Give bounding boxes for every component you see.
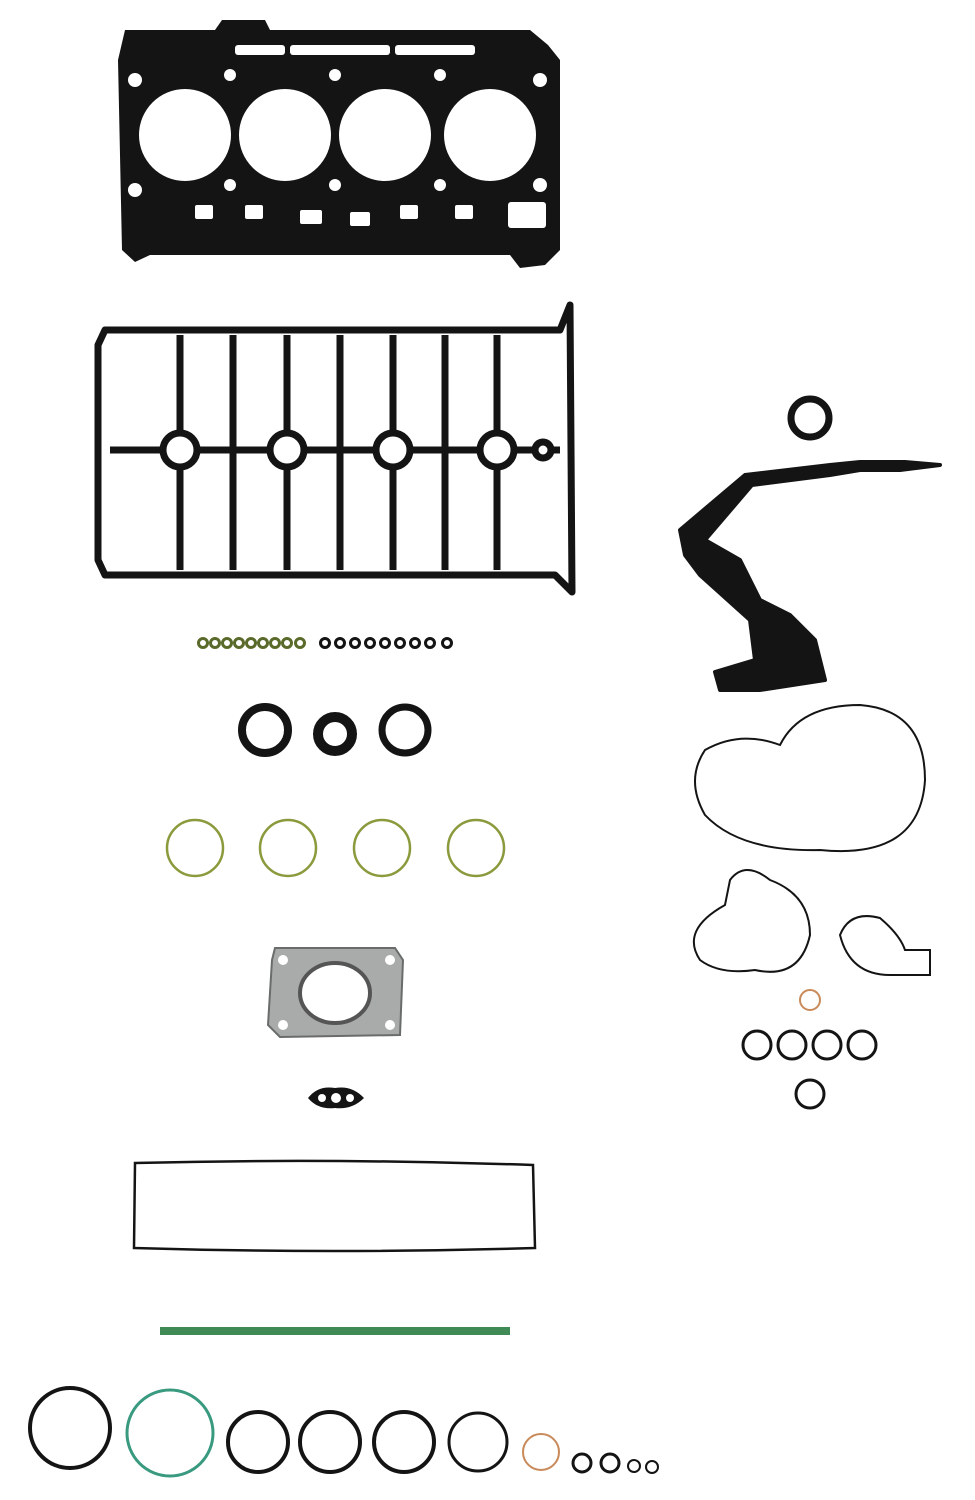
valve-stem-seals: [197, 637, 453, 649]
oil-pan-gasket: [132, 1159, 537, 1253]
assorted-o-rings: [28, 1386, 659, 1478]
valve-cover-gasket: [94, 301, 576, 596]
shaft-seals: [238, 703, 432, 757]
crankshaft-seal: [787, 395, 833, 441]
oil-sump-gaskets: [692, 703, 931, 976]
cylinder-head-gasket: [118, 20, 560, 268]
sealing-strip: [160, 1327, 510, 1335]
small-o-rings-right: [741, 989, 878, 1110]
timing-cover-gasket: [678, 460, 942, 692]
turbo-gasket: [266, 947, 405, 1039]
small-flange-gasket: [308, 1087, 364, 1109]
injector-o-rings: [165, 818, 506, 878]
